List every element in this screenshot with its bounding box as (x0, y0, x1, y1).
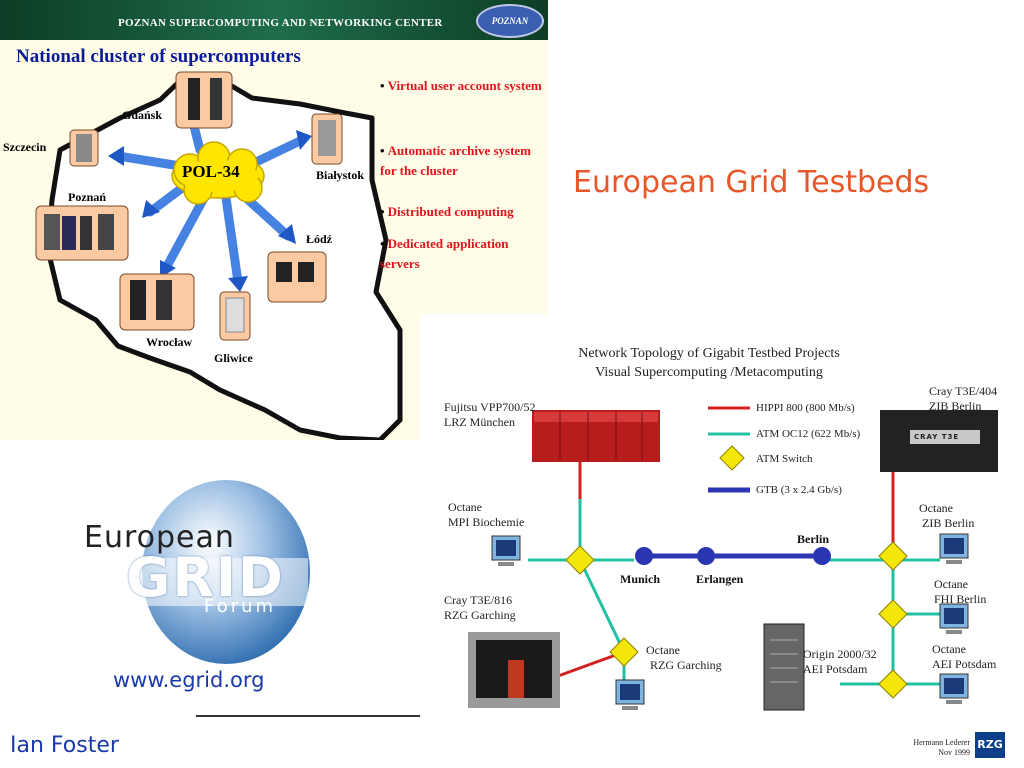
slide-title: European Grid Testbeds (573, 165, 930, 200)
cray-logo-text: CRAY T3E (914, 433, 960, 441)
bullet-virtual-user: •Virtual user account system (380, 78, 542, 93)
egrid-logo-graphic (132, 480, 310, 664)
cray404-machine (880, 410, 998, 472)
poland-map-graphic (35, 71, 403, 440)
credit-text: Hermann Lederer Nov 1999 (913, 738, 970, 757)
topology-title: Network Topology of Gigabit Testbed Proj… (420, 344, 998, 382)
author-name: Ian Foster (10, 733, 119, 758)
hub-label: POL-34 (182, 162, 240, 181)
node-munich: Munich (620, 572, 661, 586)
node-erlangen: Erlangen (696, 572, 744, 586)
egrid-logo-word: European (84, 520, 235, 555)
cluster-title: National cluster of supercomputers (16, 46, 301, 67)
legend-hippi: HIPPI 800 (800 Mb/s) (756, 402, 855, 414)
atm-switches (565, 541, 908, 699)
poznan-logo: POZNAN (476, 4, 544, 38)
server-boxes (35, 71, 343, 341)
legend-atm-switch: ATM Switch (756, 453, 813, 465)
legend-gtb: GTB (3 x 2.4 Gb/s) (756, 484, 842, 496)
cray816-machine (468, 632, 560, 708)
gtb-nodes (635, 547, 831, 565)
city-gdansk: Gdańsk (122, 108, 163, 122)
bullet-app-servers: •Dedicated application servers (380, 236, 509, 271)
octane-workstations (491, 533, 969, 710)
origin-machine (763, 623, 805, 711)
poznan-banner (0, 0, 548, 40)
city-szczecin: Szczecin (3, 140, 47, 154)
divider-line (196, 715, 420, 717)
atm-links (528, 499, 940, 686)
egrid-logo-forum: Forum (204, 596, 277, 617)
pol34-cloud (171, 141, 265, 205)
poland-cluster-panel (0, 0, 548, 440)
city-bialystok: Białystok (316, 168, 365, 182)
node-berlin: Berlin (797, 532, 829, 546)
legend-atm-oc12: ATM OC12 (622 Mb/s) (756, 428, 861, 440)
fujitsu-machine (532, 410, 660, 462)
city-wroclaw: Wrocław (146, 335, 193, 349)
legend-graphics (708, 406, 750, 493)
topology-title-line2: Visual Supercomputing /Metacomputing (595, 365, 823, 380)
city-lodz: Łódź (306, 232, 333, 246)
city-poznan: Poznań (68, 190, 107, 204)
egrid-url-link[interactable]: www.egrid.org (113, 668, 265, 692)
poznan-banner-text: POZNAN SUPERCOMPUTING AND NETWORKING CEN… (118, 17, 443, 29)
bullet-distributed: •Distributed computing (380, 204, 514, 219)
egrid-logo-grid: GRID (126, 546, 285, 609)
city-gliwice: Gliwice (214, 351, 253, 365)
rzg-logo: RZG (975, 732, 1005, 758)
topology-diagram (468, 406, 998, 711)
bullet-archive: •Automatic archive system for the cluste… (380, 143, 532, 178)
poland-outline (45, 73, 403, 440)
topology-title-line1: Network Topology of Gigabit Testbed Proj… (578, 346, 840, 361)
